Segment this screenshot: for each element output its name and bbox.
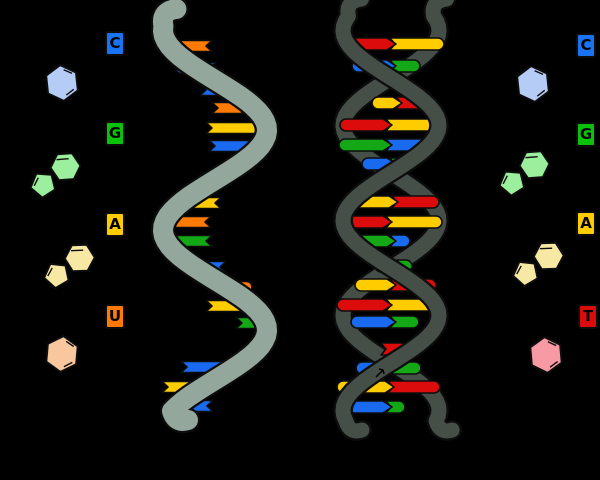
nucleobase-tile-rna-g: G bbox=[105, 121, 125, 146]
dna-base-yellow-left-10 bbox=[354, 278, 397, 292]
molecule-adenine-dna bbox=[506, 238, 570, 290]
dna-base-green-right-1 bbox=[389, 59, 421, 73]
molecule-thymine-dna bbox=[528, 334, 564, 376]
nucleobase-tile-rna-a: A bbox=[105, 212, 125, 237]
molecule-guanine-rna bbox=[23, 148, 87, 201]
molecule-cytosine-rna bbox=[44, 62, 80, 104]
nucleobase-tile-rna-c: C bbox=[105, 31, 125, 56]
dna-base-red-left-11 bbox=[336, 298, 393, 312]
molecule-adenine-rna bbox=[37, 240, 101, 292]
rna-direction-arrow bbox=[219, 329, 229, 339]
dna-base-red-left-3 bbox=[339, 118, 393, 132]
dna-backbone-ribbon-a bbox=[335, 0, 447, 439]
dna-base-green-left-4 bbox=[338, 138, 393, 152]
dna-base-red-right-15 bbox=[387, 380, 441, 394]
dna-direction-arrow bbox=[375, 368, 385, 378]
dna-base-red-right-6 bbox=[391, 195, 440, 209]
dna-base-yellow-right-0 bbox=[389, 37, 445, 51]
nucleobase-tile-dna-t: T bbox=[578, 304, 598, 329]
nucleobase-tile-dna-c: C bbox=[576, 33, 596, 58]
nucleobase-tile-dna-a: A bbox=[576, 211, 596, 236]
nucleobase-tile-dna-g: G bbox=[576, 122, 596, 147]
dna-base-green-right-16 bbox=[385, 400, 406, 414]
dna-base-yellow-left-2 bbox=[371, 96, 403, 110]
dna-base-blue-left-12 bbox=[350, 315, 397, 329]
rna-backbone-ribbon bbox=[152, 0, 278, 431]
dna-base-yellow-right-7 bbox=[385, 215, 443, 229]
molecule-uracil-rna bbox=[44, 333, 80, 375]
dna-base-blue-right-8 bbox=[389, 234, 411, 248]
dna-base-green-right-12 bbox=[389, 315, 420, 329]
nucleobase-tile-rna-u: U bbox=[105, 304, 125, 329]
molecule-cytosine-dna bbox=[515, 63, 551, 105]
molecule-guanine-dna bbox=[492, 146, 556, 199]
